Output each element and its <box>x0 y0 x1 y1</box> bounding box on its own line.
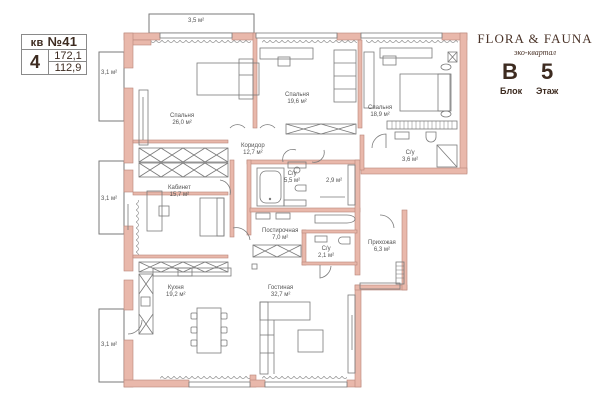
living-area: 112,9 <box>54 62 82 74</box>
apartment-number: кв №41 <box>22 35 86 50</box>
apartment-info-box: кв №41 4 172,1 112,9 <box>21 34 87 75</box>
block-value: В <box>502 59 518 84</box>
block-floor-info: В 5 Блок Этаж <box>500 59 580 109</box>
brand-name: FLORA & FAUNA <box>477 31 593 46</box>
furniture <box>127 47 458 375</box>
balcony-left-2 <box>98 160 125 235</box>
curtains <box>136 40 458 379</box>
room-count: 4 <box>22 50 49 75</box>
brand-subtitle: эко-квартал <box>513 48 557 57</box>
balcony-left-2-label: 3,1 м² <box>101 196 118 202</box>
brand-logo: FLORA & FAUNA эко-квартал <box>476 31 594 57</box>
apartment-prefix: кв <box>30 37 44 49</box>
walls <box>123 32 468 388</box>
room-storage: 2,9 м² <box>326 178 343 184</box>
total-area: 172,1 <box>49 50 87 62</box>
floor-value: 5 <box>541 59 554 84</box>
balcony-left-1-label: 3,1 м² <box>101 70 118 76</box>
floor-label: Этаж <box>536 86 559 96</box>
balcony-left-3-label: 3,1 м² <box>101 342 118 348</box>
apartment-number-value: №41 <box>47 34 78 49</box>
block-label: Блок <box>500 86 523 96</box>
windows <box>159 32 443 388</box>
balcony-left-1 <box>98 51 125 122</box>
balcony-top-label: 3,5 м² <box>188 18 205 24</box>
